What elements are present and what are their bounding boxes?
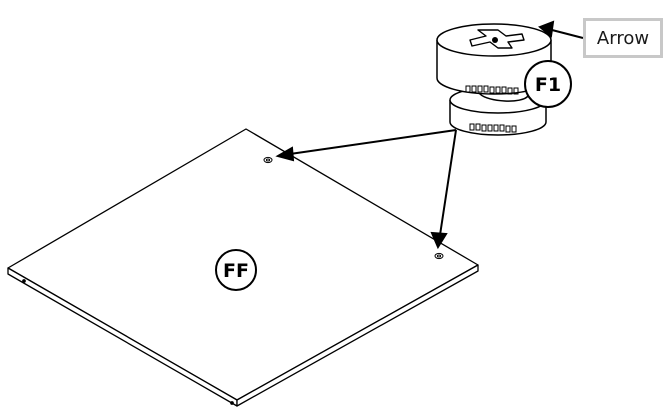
arrow-head-right-hole (430, 231, 448, 250)
arrow-to-right-hole (439, 129, 457, 236)
panel-right-edge (236, 264, 479, 407)
callout-leader (538, 20, 584, 39)
panel-label-badge: FF (215, 249, 257, 291)
fastener-label: F1 (535, 74, 561, 96)
cam-cross-center (492, 37, 498, 43)
callout-box: Arrow (583, 18, 663, 58)
cam-hole-right (434, 252, 444, 260)
fastener-label-badge: F1 (524, 60, 572, 108)
panel-edge-dot-mid (230, 401, 234, 405)
panel-edge-dot-left (22, 279, 26, 283)
callout-label: Arrow (596, 27, 650, 49)
cam-serrations-upper (465, 85, 519, 95)
panel-label: FF (223, 260, 249, 282)
callout-leader-head (538, 20, 555, 38)
cam-serrations-lower (469, 123, 517, 133)
arrow-head-top-hole (275, 146, 295, 162)
pointer-arrows (275, 129, 457, 250)
arrow-to-top-hole (289, 129, 457, 155)
cam-hole-top (263, 156, 273, 164)
